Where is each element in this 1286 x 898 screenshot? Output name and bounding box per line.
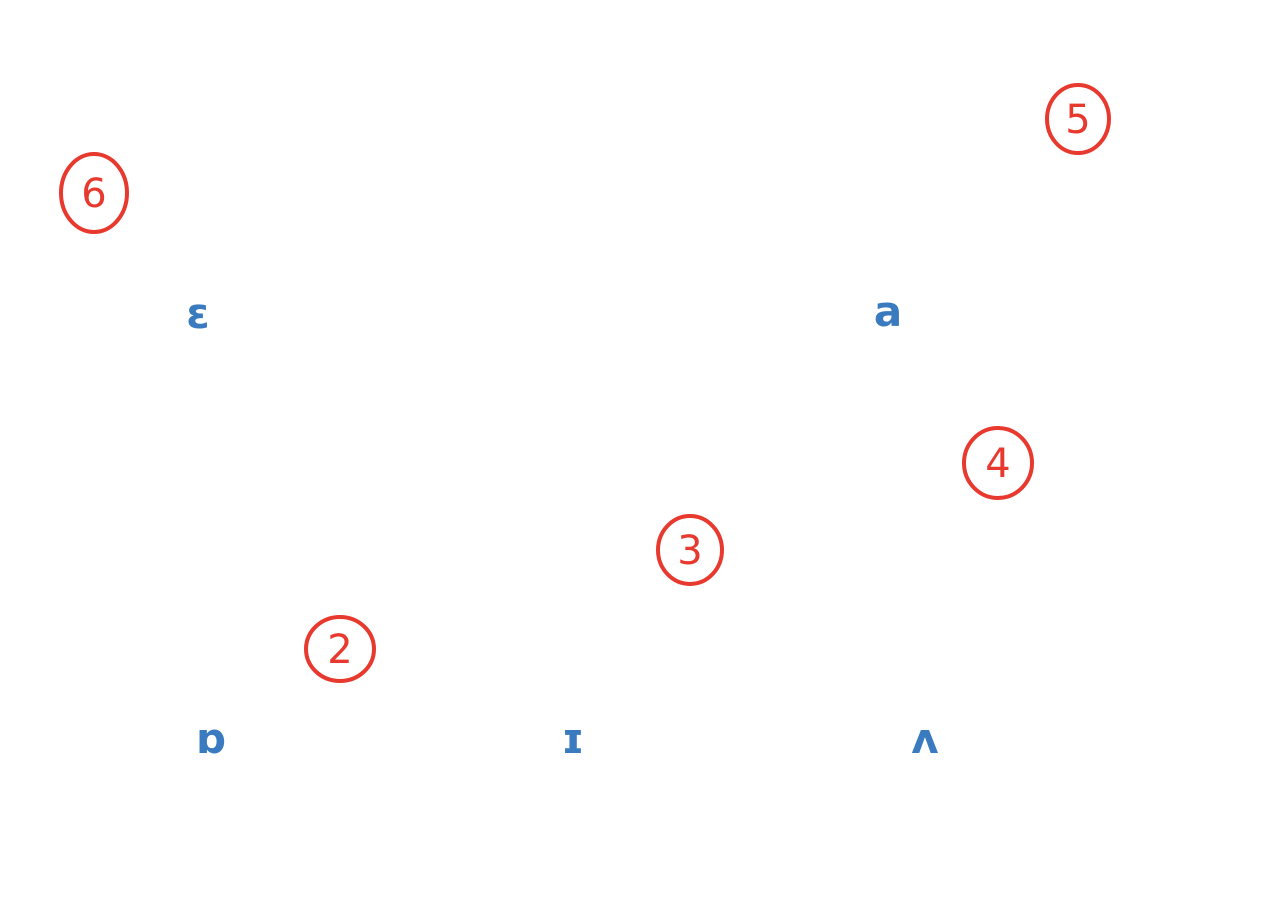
letter-a-label: a (874, 287, 902, 336)
circled-number-5-ring (1045, 83, 1111, 155)
letter-open-e[interactable]: ɛ (186, 289, 209, 338)
circled-number-6-ring (59, 152, 129, 234)
circled-number-5[interactable]: 5 (1045, 83, 1111, 155)
letter-small-capital-i-label: ɪ (562, 714, 585, 763)
circled-number-2-label: 2 (327, 627, 352, 673)
letter-open-e-label: ɛ (186, 289, 209, 338)
letter-turned-v[interactable]: ʌ (911, 714, 938, 763)
letter-turned-alpha[interactable]: ɒ (196, 714, 226, 763)
letter-turned-v-label: ʌ (911, 714, 938, 763)
circled-number-6[interactable]: 6 (59, 152, 129, 234)
circled-number-2-ring (304, 615, 376, 683)
circled-number-4-label: 4 (985, 441, 1010, 487)
circled-number-3[interactable]: 3 (656, 514, 724, 586)
letter-turned-alpha-label: ɒ (196, 714, 226, 763)
letter-a[interactable]: a (874, 287, 902, 336)
circled-number-4-ring (962, 426, 1034, 500)
circled-number-6-label: 6 (81, 171, 106, 217)
circled-number-3-label: 3 (677, 528, 702, 574)
circled-number-3-ring (656, 514, 724, 586)
circled-number-5-label: 5 (1065, 97, 1090, 143)
circled-number-4[interactable]: 4 (962, 426, 1034, 500)
letter-small-capital-i[interactable]: ɪ (562, 714, 585, 763)
circled-number-2[interactable]: 2 (304, 615, 376, 683)
